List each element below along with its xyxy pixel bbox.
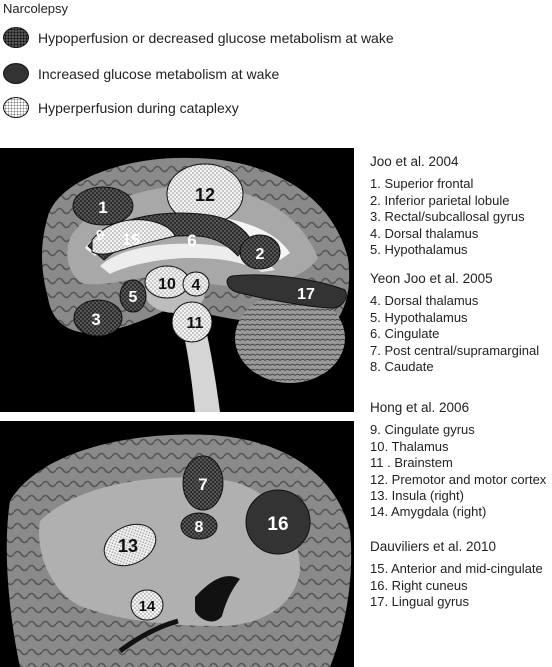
- region-label-1: 1: [98, 198, 107, 217]
- study-dauviliers-2010: Dauviliers et al. 2010 15. Anterior and …: [370, 539, 552, 611]
- study-heading: Hong et al. 2006: [370, 400, 470, 415]
- study-yeon-joo-2005: Yeon Joo et al. 2005 4. Dorsal thalamus …: [370, 271, 552, 375]
- study-heading: Dauviliers et al. 2010: [370, 539, 497, 554]
- list-item: 15. Anterior and mid-cingulate: [370, 561, 543, 577]
- legend-item-increased: Increased glucose metabolism at wake: [3, 63, 279, 84]
- lateral-brain-panel: 7 16 8 13 14: [0, 421, 354, 667]
- legend-item-hyperperfusion: Hyperperfusion during cataplexy: [3, 97, 239, 118]
- study-heading: Joo et al. 2004: [370, 154, 459, 169]
- region-label-3: 3: [91, 310, 100, 329]
- list-item: 2. Inferior parietal lobule: [370, 192, 510, 208]
- midline-brain-panel: 12 1 6 9 15 2 17 10 4 5 3 11: [0, 148, 354, 412]
- region-markers: 12 1 6 9 15 2 17 10 4 5 3 11: [72, 163, 347, 343]
- brain-tissue: [6, 434, 352, 667]
- list-item: 6. Cingulate: [370, 326, 440, 342]
- list-item: 1. Superior frontal: [370, 176, 474, 192]
- midline-brain-image: 12 1 6 9 15 2 17 10 4 5 3 11: [42, 157, 350, 412]
- solid-dark-swatch-icon: [3, 63, 29, 84]
- list-item: 3. Rectal/subcallosal gyrus: [370, 209, 525, 225]
- region-markers: 7 16 8 13 14: [103, 455, 311, 621]
- region-label-2: 2: [256, 246, 265, 263]
- light-dotted-swatch-icon: [3, 97, 29, 118]
- region-label-8: 8: [195, 519, 204, 536]
- lateral-brain-image: 7 16 8 13 14: [6, 434, 352, 667]
- list-item: 5. Hypothalamus: [370, 242, 468, 258]
- legend-label: Increased glucose metabolism at wake: [38, 65, 280, 82]
- list-item: 4. Dorsal thalamus: [370, 293, 479, 309]
- list-item: 16. Right cuneus: [370, 577, 468, 593]
- region-label-13: 13: [118, 536, 138, 556]
- list-item: 14. Amygdala (right): [370, 504, 487, 520]
- list-item: 17. Lingual gyrus: [370, 594, 470, 610]
- list-item: 5. Hypothalamus: [370, 309, 468, 325]
- list-item: 13. Insula (right): [370, 488, 464, 504]
- region-label-4: 4: [192, 277, 201, 294]
- region-label-17: 17: [297, 286, 315, 303]
- study-hong-2006: Hong et al. 2006 9. Cingulate gyrus 10. …: [370, 400, 552, 521]
- list-item: 8. Caudate: [370, 359, 434, 375]
- list-item: 10. Thalamus: [370, 438, 449, 454]
- list-item: 7. Post central/supramarginal: [370, 342, 540, 358]
- region-label-15: 15: [122, 232, 140, 249]
- legend-label: Hypoperfusion or decreased glucose metab…: [38, 29, 394, 46]
- region-label-12: 12: [195, 185, 215, 205]
- list-item: 11 . Brainstem: [370, 455, 453, 471]
- list-item: 12. Premotor and motor cortex: [370, 471, 547, 487]
- study-heading: Yeon Joo et al. 2005: [370, 271, 493, 286]
- list-item: 4. Dorsal thalamus: [370, 225, 479, 241]
- region-label-9: 9: [96, 227, 104, 244]
- region-label-16: 16: [267, 514, 288, 535]
- legend-item-hypoperfusion: Hypoperfusion or decreased glucose metab…: [3, 27, 394, 48]
- region-label-6: 6: [187, 231, 196, 250]
- region-label-11: 11: [187, 315, 204, 332]
- dark-dotted-swatch-icon: [3, 27, 29, 48]
- legend-title: Narcolepsy: [3, 1, 69, 16]
- list-item: 9. Cingulate gyrus: [370, 422, 475, 438]
- legend-label: Hyperperfusion during cataplexy: [38, 99, 239, 116]
- region-label-14: 14: [139, 598, 156, 615]
- region-label-10: 10: [158, 276, 176, 293]
- region-label-7: 7: [198, 475, 207, 494]
- region-label-5: 5: [129, 289, 138, 306]
- study-joo-2004: Joo et al. 2004 1. Superior frontal 2. I…: [370, 154, 552, 258]
